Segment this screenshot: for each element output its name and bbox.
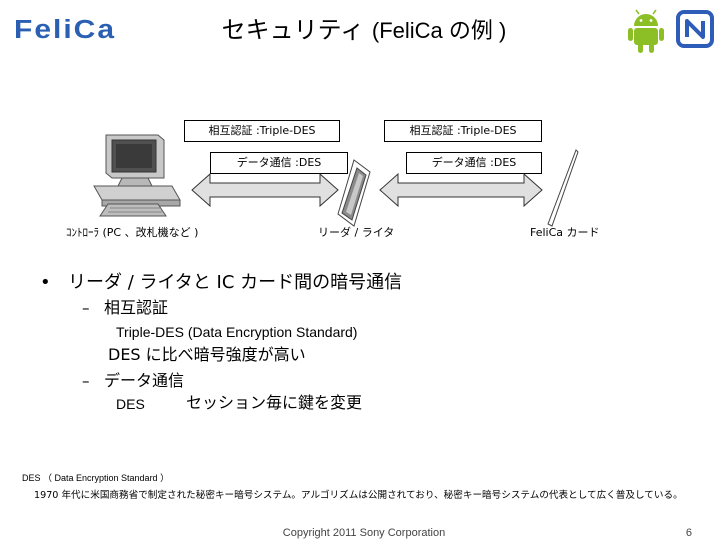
mutual-auth-box-2: 相互認証 :Triple-DES xyxy=(384,120,542,142)
label-felica-card: FeliCa カード xyxy=(530,226,600,239)
data-comm-box-2: データ通信 :DES xyxy=(406,152,542,174)
auth-detail-1: Triple-DES (Data Encryption Standard) xyxy=(116,324,358,340)
double-arrow-left xyxy=(191,172,339,208)
bullet-list: • リーダ / ライタと IC カード間の暗号通信 – 相互認証 Triple-… xyxy=(34,270,634,420)
sub-bullet-auth: 相互認証 xyxy=(104,298,169,317)
auth-detail-2: DES に比べ暗号強度が高い xyxy=(108,345,306,364)
footnote-title: DES （ Data Encryption Standard ） xyxy=(22,473,170,483)
sub-bullet-data: データ通信 xyxy=(104,371,185,390)
android-robot-icon xyxy=(628,9,664,53)
dash-marker-1: – xyxy=(82,299,90,317)
bullet-main: リーダ / ライタと IC カード間の暗号通信 xyxy=(68,272,403,293)
bullet-marker: • xyxy=(40,272,51,293)
data-detail-session-key: セッション毎に鍵を変更 xyxy=(186,393,363,412)
footnote-body: 1970 年代に米国商務省で制定された秘密キー暗号システム。アルゴリズムは公開さ… xyxy=(34,490,683,501)
copyright-text: Copyright 2011 Sony Corporation xyxy=(282,527,446,539)
label-reader-writer: リーダ / ライタ xyxy=(318,226,395,239)
dash-marker-2: – xyxy=(82,372,90,390)
title-main: セキュリティ xyxy=(221,16,365,44)
felica-logo: FeliCa xyxy=(14,16,117,45)
nfc-n-mark-icon xyxy=(676,10,714,48)
double-arrow-right xyxy=(379,172,543,208)
reader-writer-icon xyxy=(337,159,371,227)
label-controller: ｺﾝﾄﾛｰﾗ (PC 、改札機など ) xyxy=(66,226,199,239)
title-sub: (FeliCa の例 ) xyxy=(371,18,507,43)
data-comm-box-1: データ通信 :DES xyxy=(210,152,348,174)
mutual-auth-box-1: 相互認証 :Triple-DES xyxy=(184,120,340,142)
computer-terminal-icon xyxy=(93,134,181,217)
felica-card-icon xyxy=(547,149,579,227)
data-detail-des: DES xyxy=(116,396,145,412)
page-title: セキュリティ (FeliCa の例 ) xyxy=(0,10,728,45)
page-number: 6 xyxy=(685,527,692,539)
